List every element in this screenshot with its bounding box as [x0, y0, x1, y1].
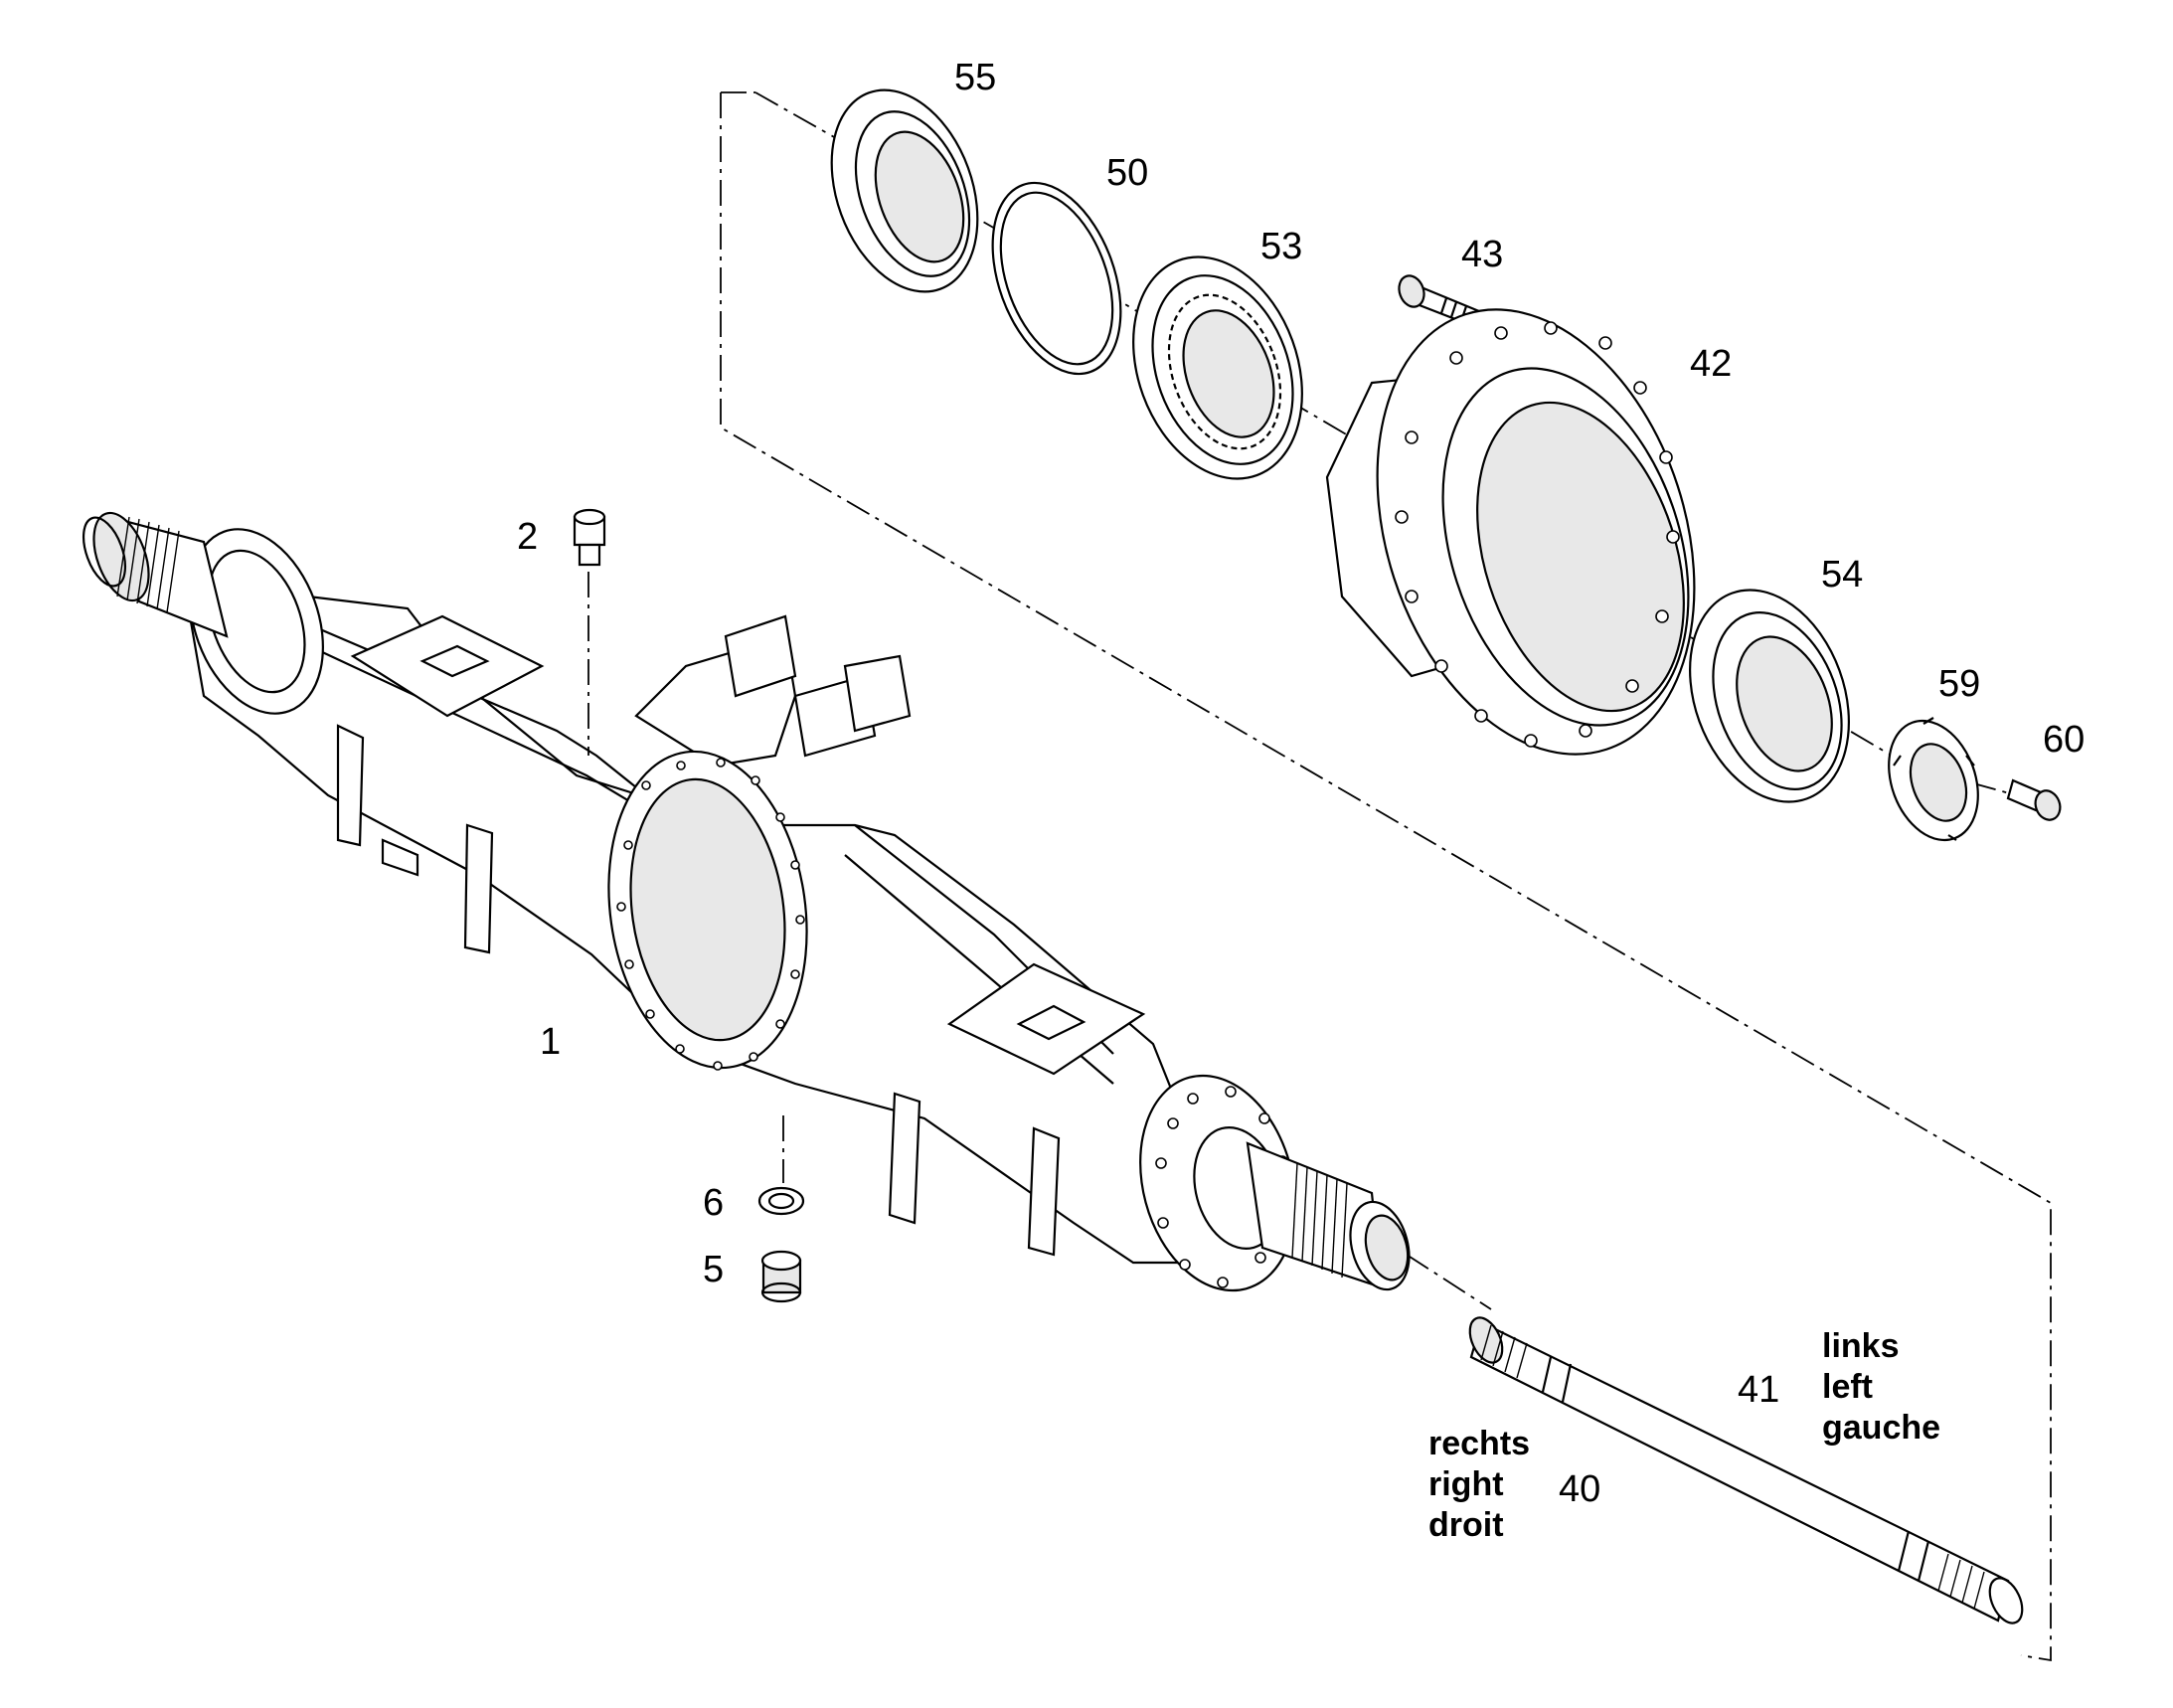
callout-59: 59	[1938, 663, 1980, 705]
hub-axis-line	[754, 91, 2054, 806]
diff-flange-holes	[616, 758, 805, 1071]
callout-42: 42	[1690, 343, 1732, 385]
callout-41: 41	[1738, 1369, 1779, 1411]
ring-part	[991, 181, 1122, 376]
axle-housing-part	[82, 511, 1411, 1292]
slotted-nut-part	[1888, 717, 1979, 842]
callout-40: 40	[1559, 1468, 1600, 1510]
callout-53: 53	[1260, 226, 1302, 267]
callout-2: 2	[517, 516, 538, 558]
axle-shaft-part	[1468, 1316, 2024, 1624]
hub-bolt-holes	[1395, 321, 1680, 748]
seal-ring-part	[757, 1186, 805, 1216]
shaft-axis-line	[1406, 1254, 1492, 1310]
wheel-hub-part	[1325, 308, 1696, 756]
seal-part	[830, 88, 979, 293]
outer-bearing-part	[1689, 589, 1850, 803]
side-label-right-fr: droit	[1428, 1506, 1504, 1544]
inner-bearing-part	[1132, 256, 1303, 480]
callout-55: 55	[954, 57, 996, 98]
side-label-right-en: right	[1428, 1465, 1504, 1503]
callout-60: 60	[2043, 719, 2085, 761]
side-label-left-fr: gauche	[1822, 1409, 1940, 1447]
side-label-left-en: left	[1822, 1368, 1873, 1406]
side-label-right-de: rechts	[1428, 1425, 1530, 1462]
callout-50: 50	[1106, 152, 1148, 194]
shaft-splines	[1480, 1324, 1985, 1610]
lock-screw-part	[2006, 778, 2062, 821]
callout-54: 54	[1821, 554, 1863, 596]
callout-43: 43	[1461, 234, 1503, 275]
callout-1: 1	[540, 1021, 561, 1063]
callout-6: 6	[703, 1182, 724, 1224]
plug-part	[760, 1250, 802, 1303]
callout-5: 5	[703, 1249, 724, 1290]
right-spindle-splines	[1291, 1162, 1348, 1279]
assembly-boundary-line	[720, 92, 2052, 1662]
breather-part	[573, 508, 606, 567]
side-label-left-de: links	[1822, 1327, 1899, 1365]
left-spindle-splines	[116, 516, 180, 613]
